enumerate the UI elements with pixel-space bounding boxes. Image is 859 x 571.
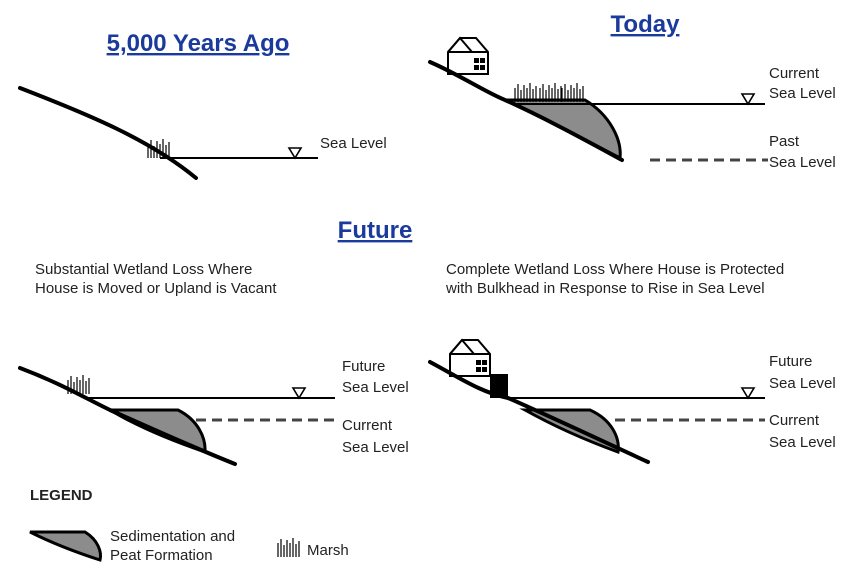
legend: LEGEND Sedimentation and Peat Formation … [29, 487, 349, 564]
marsh-icon [147, 138, 170, 159]
future-sea-level-label-line2: Sea Level [769, 375, 836, 392]
future-left-caption-line2: House is Moved or Upland is Vacant [35, 280, 277, 297]
shoreline [428, 60, 624, 162]
current-sea-level-label-line2: Sea Level [769, 85, 836, 102]
legend-marsh-icon [277, 537, 300, 558]
marsh-icon [67, 374, 90, 395]
legend-sediment-swatch [29, 530, 102, 562]
sediment-wedge [519, 408, 620, 455]
panel-5000-years-ago: 5,000 Years Ago Sea Level [18, 30, 387, 180]
legend-marsh-label: Marsh [307, 542, 349, 559]
shoreline [428, 360, 650, 464]
sea-level-marker-icon [740, 387, 756, 400]
bulkhead [490, 374, 508, 398]
future-sea-level-label-line2: Sea Level [342, 379, 409, 396]
legend-sediment-label-line1: Sedimentation and [110, 528, 235, 545]
current-sea-level-label-line2: Sea Level [769, 434, 836, 451]
panel-title-future: Future [338, 217, 413, 244]
shoreline [18, 366, 237, 466]
past-sea-level-label-line1: Past [769, 133, 800, 150]
current-sea-level-label-line1: Current [342, 417, 393, 434]
future-right-caption-line1: Complete Wetland Loss Where House is Pro… [446, 261, 784, 278]
panel-today: Today Current Sea Level Past Sea Level [428, 11, 836, 171]
legend-title: LEGEND [30, 487, 93, 504]
sea-level-marker-icon [287, 147, 303, 160]
sea-level-marker-icon [740, 93, 756, 106]
sea-level-marker-icon [291, 387, 307, 400]
panel-title-today: Today [611, 11, 681, 38]
current-sea-level-label-line2: Sea Level [342, 439, 409, 456]
future-left-caption-line1: Substantial Wetland Loss Where [35, 261, 252, 278]
current-sea-level-label-line1: Current [769, 65, 820, 82]
past-sea-level-label-line2: Sea Level [769, 154, 836, 171]
legend-sediment-label-line2: Peat Formation [110, 547, 213, 564]
panel-future-right: Future Sea Level Current Sea Level [428, 339, 836, 464]
future-sea-level-label-line1: Future [342, 358, 385, 375]
panel-future-left: Future Sea Level Current Sea Level [18, 358, 409, 466]
panel-title-past: 5,000 Years Ago [107, 30, 290, 57]
current-sea-level-label-line1: Current [769, 412, 820, 429]
future-right-caption-line2: with Bulkhead in Response to Rise in Sea… [445, 280, 765, 297]
house-icon [449, 339, 491, 377]
house-icon [447, 37, 489, 75]
shoreline [18, 86, 198, 180]
sea-level-label: Sea Level [320, 135, 387, 152]
future-sea-level-label-line1: Future [769, 353, 812, 370]
